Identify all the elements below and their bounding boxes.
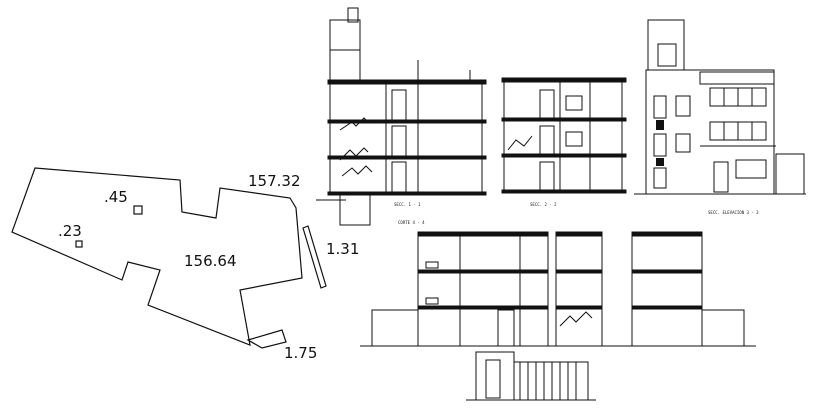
- site-plan: [11, 167, 327, 349]
- spot-marker-1: [133, 205, 143, 215]
- level-label-15664: 156.64: [184, 252, 237, 270]
- gate-elevation: [466, 351, 596, 401]
- section-1-title: SECC. 1 - 1: [394, 202, 421, 207]
- level-label-175: 1.75: [284, 344, 317, 362]
- site-boundary: [11, 167, 303, 346]
- section-4-drawing: [360, 231, 756, 347]
- elevation-title: SECC. ELEVACION 3 - 3: [708, 210, 759, 215]
- section-2-drawing: [501, 77, 627, 194]
- spot-marker-2: [75, 240, 83, 248]
- level-label-15732: 157.32: [248, 172, 301, 190]
- section-4-title: CORTE 4 - 4: [398, 220, 425, 225]
- elevation-window-hatching: [656, 120, 664, 166]
- section-1-drawing: [316, 7, 487, 226]
- level-label-045: .45: [104, 188, 128, 206]
- section-2-title: SECC. 2 - 2: [530, 202, 557, 207]
- retaining-wall-strip: [302, 225, 327, 289]
- elevation-drawing: [634, 19, 806, 195]
- level-label-023: .23: [58, 222, 82, 240]
- ramp-shape: [246, 329, 287, 349]
- level-label-131: 1.31: [326, 240, 359, 258]
